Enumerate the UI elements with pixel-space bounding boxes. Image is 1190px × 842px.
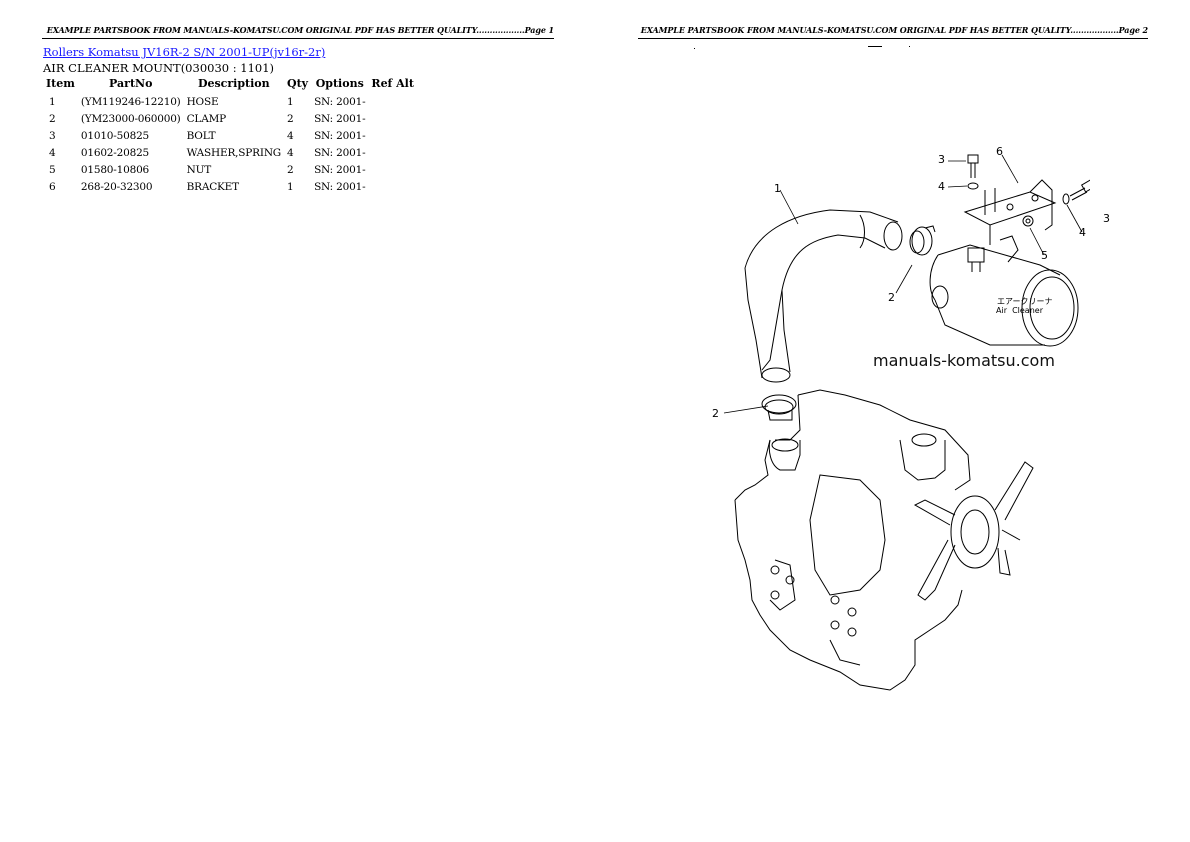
cell-qty: 2 xyxy=(287,163,294,176)
table-header-row: Item PartNo Description Qty Options Ref … xyxy=(43,76,417,93)
air-cleaner-label-en: Air Cleaner xyxy=(996,306,1043,315)
speck xyxy=(694,48,695,49)
table-row: 2 (YM23000-060000) CLAMP 2 SN: 2001- xyxy=(43,110,417,127)
col-header-partno: PartNo xyxy=(109,77,153,90)
cell-options: SN: 2001- xyxy=(314,112,366,125)
cell-ref-alt xyxy=(368,178,417,195)
parts-table: Item PartNo Description Qty Options Ref … xyxy=(43,76,417,195)
callout-6: 6 xyxy=(996,145,1003,158)
table-row: 5 01580-10806 NUT 2 SN: 2001- xyxy=(43,161,417,178)
section-subtitle: AIR CLEANER MOUNT(030030 : 1101) xyxy=(43,61,275,75)
table-row: 4 01602-20825 WASHER,SPRING 4 SN: 2001- xyxy=(43,144,417,161)
fan-drawing xyxy=(913,461,1034,601)
col-header-qty: Qty xyxy=(287,77,309,90)
cell-item: 5 xyxy=(49,163,56,176)
clamp-lower-drawing xyxy=(761,394,797,421)
fasteners-drawing xyxy=(967,154,1090,227)
cell-partno: 01602-20825 xyxy=(80,146,150,159)
cell-partno: 01580-10806 xyxy=(80,163,150,176)
leader-lines xyxy=(723,154,1083,414)
title-link[interactable]: Rollers Komatsu JV16R-2 S/N 2001-UP(jv16… xyxy=(43,45,326,59)
cell-ref-alt xyxy=(368,161,417,178)
cell-ref-alt xyxy=(368,110,417,127)
cell-partno: (YM23000-060000) xyxy=(80,112,181,125)
col-header-ref-alt: Ref Alt xyxy=(371,77,414,90)
air-cleaner-drawing xyxy=(929,235,1079,347)
cell-qty: 4 xyxy=(287,129,294,142)
cell-item: 4 xyxy=(49,146,56,159)
cell-ref-alt xyxy=(368,144,417,161)
col-header-description: Description xyxy=(197,77,270,90)
cell-qty: 4 xyxy=(287,146,294,159)
callout-4-right: 4 xyxy=(1079,226,1086,239)
cell-qty: 1 xyxy=(287,180,294,193)
cell-options: SN: 2001- xyxy=(314,180,366,193)
cell-options: SN: 2001- xyxy=(314,146,366,159)
cell-description: NUT xyxy=(186,163,212,176)
page-header-left: EXAMPLE PARTSBOOK FROM MANUALS-KOMATSU.C… xyxy=(42,25,554,39)
callout-3-left: 3 xyxy=(938,153,945,166)
parts-diagram xyxy=(723,154,1090,691)
table-row: 1 (YM119246-12210) HOSE 1 SN: 2001- xyxy=(43,93,417,110)
page-header-right: EXAMPLE PARTSBOOK FROM MANUALS-KOMATSU.C… xyxy=(638,25,1148,39)
cell-description: BOLT xyxy=(186,129,216,142)
cell-description: HOSE xyxy=(186,95,219,108)
col-header-item: Item xyxy=(46,77,75,90)
cell-ref-alt xyxy=(368,127,417,144)
callout-4-left: 4 xyxy=(938,180,945,193)
cell-qty: 2 xyxy=(287,112,294,125)
callout-2-lower: 2 xyxy=(712,407,719,420)
cell-item: 6 xyxy=(49,180,56,193)
table-row: 6 268-20-32300 BRACKET 1 SN: 2001- xyxy=(43,178,417,195)
cell-description: WASHER,SPRING xyxy=(186,146,282,159)
cell-description: BRACKET xyxy=(186,180,240,193)
callout-2-upper: 2 xyxy=(888,291,895,304)
clamp-upper-drawing xyxy=(909,225,936,256)
hose-drawing xyxy=(744,209,903,383)
cell-partno: 268-20-32300 xyxy=(80,180,153,193)
callout-3-right: 3 xyxy=(1103,212,1110,225)
cell-item: 2 xyxy=(49,112,56,125)
cell-ref-alt xyxy=(368,93,417,110)
bracket-drawing xyxy=(963,179,1057,245)
cell-description: CLAMP xyxy=(186,112,227,125)
cell-item: 1 xyxy=(49,95,56,108)
cell-partno: (YM119246-12210) xyxy=(80,95,181,108)
col-header-options: Options xyxy=(315,77,364,90)
watermark-text: manuals-komatsu.com xyxy=(873,351,1055,370)
cell-options: SN: 2001- xyxy=(314,163,366,176)
cell-options: SN: 2001- xyxy=(314,129,366,142)
cell-partno: 01010-50825 xyxy=(80,129,150,142)
cell-qty: 1 xyxy=(287,95,294,108)
callout-1: 1 xyxy=(774,182,781,195)
cell-item: 3 xyxy=(49,129,56,142)
speck xyxy=(868,46,882,47)
cell-options: SN: 2001- xyxy=(314,95,366,108)
engine-drawing xyxy=(734,389,971,691)
callout-5: 5 xyxy=(1041,249,1048,262)
table-row: 3 01010-50825 BOLT 4 SN: 2001- xyxy=(43,127,417,144)
speck xyxy=(909,46,910,47)
air-cleaner-label-jp: エアークリーナ xyxy=(997,297,1053,306)
